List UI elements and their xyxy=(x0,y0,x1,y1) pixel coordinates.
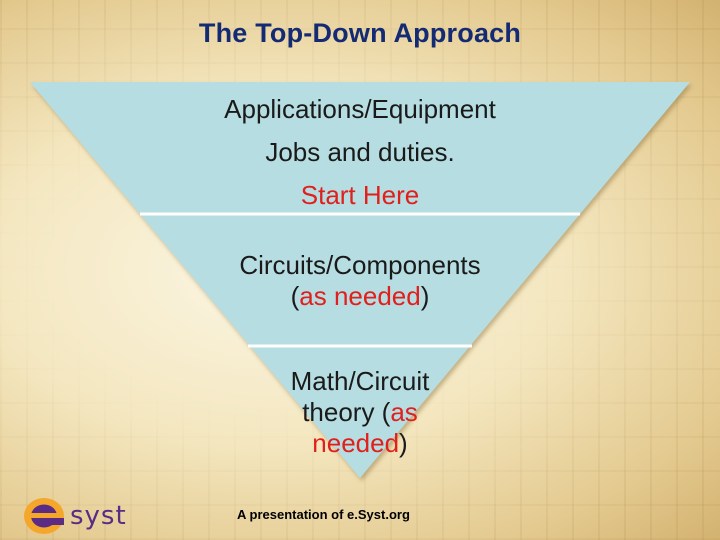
tier-3-line-1: Math/Circuit xyxy=(290,366,430,396)
esyst-logo-wordmark: syst xyxy=(70,501,127,531)
pyramid-shape xyxy=(30,82,690,478)
as-label: as xyxy=(390,397,418,427)
theory-text: theory ( xyxy=(302,397,391,427)
tier-1-line-1: Applications/Equipment xyxy=(224,94,496,124)
paren-close-2: ) xyxy=(399,428,408,458)
esyst-logo-e xyxy=(24,498,64,534)
footer-credit: A presentation of e.Syst.org xyxy=(237,507,410,522)
tier-3-line-3: needed) xyxy=(265,428,455,459)
tier-applications: Applications/Equipment Jobs and duties. … xyxy=(185,88,535,217)
tier-2-line-1: Circuits/Components xyxy=(239,250,481,280)
tier-1-line-2: Jobs and duties. xyxy=(265,137,455,167)
start-here-label: Start Here xyxy=(300,180,420,210)
tier-3-line-2: theory (as xyxy=(265,397,455,428)
needed-label: needed xyxy=(312,428,400,458)
as-needed-label: as needed xyxy=(299,281,421,311)
tier-math: Math/Circuit theory (as needed) xyxy=(265,366,455,459)
slide-title: The Top-Down Approach xyxy=(198,18,522,48)
tier-circuits: Circuits/Components (as needed) xyxy=(200,250,520,312)
esyst-logo: syst xyxy=(24,498,127,534)
tier-2-line-2: (as needed) xyxy=(200,281,520,312)
paren-close: ) xyxy=(420,281,430,311)
paren-open: ( xyxy=(290,281,300,311)
